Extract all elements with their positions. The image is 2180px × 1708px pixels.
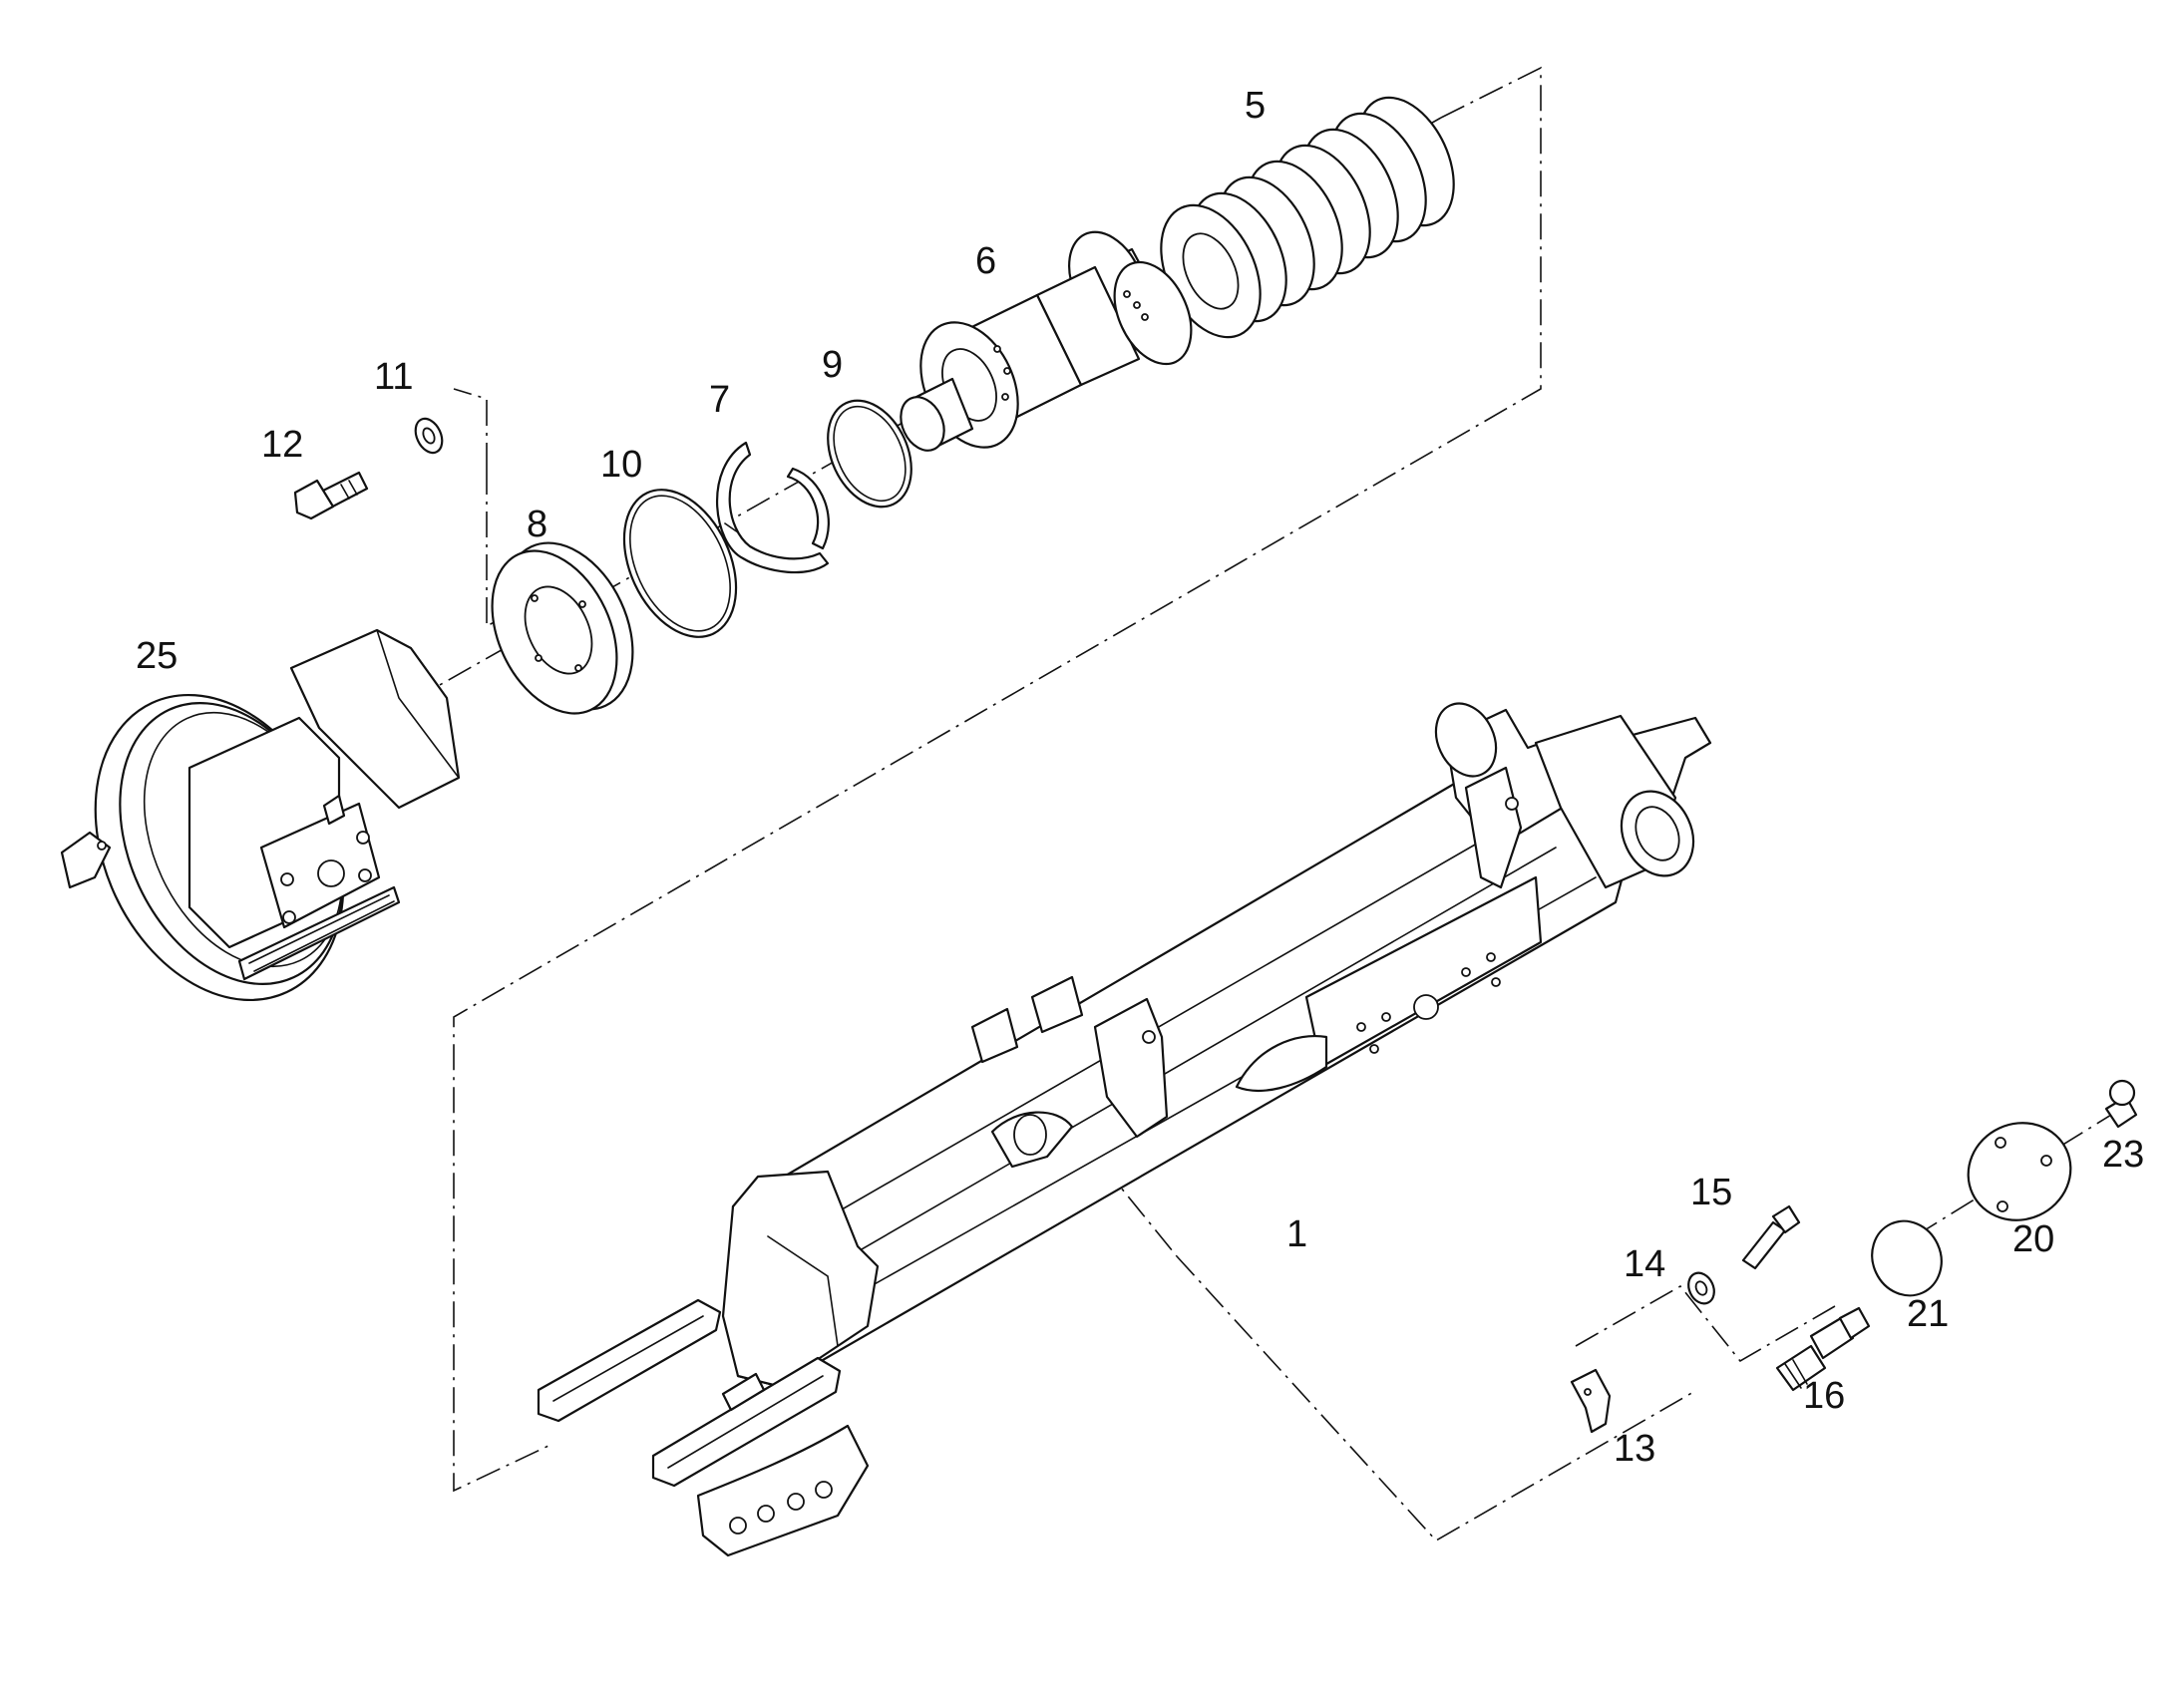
callout-8: 8 — [527, 504, 547, 545]
part-15-screw[interactable] — [1741, 1204, 1801, 1270]
part-20-cover[interactable] — [1953, 1107, 2087, 1237]
callout-20: 20 — [2012, 1218, 2054, 1260]
part-23-plug[interactable] — [2104, 1079, 2138, 1129]
part-10-o-ring[interactable] — [602, 472, 759, 655]
part-8-seal[interactable] — [468, 522, 658, 734]
part-21-gasket[interactable] — [1860, 1209, 1954, 1307]
part-12-bolt[interactable] — [293, 471, 369, 520]
callout-11: 11 — [374, 356, 413, 398]
part-16-valve[interactable] — [1775, 1306, 1871, 1392]
callout-10: 10 — [600, 444, 642, 486]
callout-12: 12 — [261, 424, 303, 466]
callout-16: 16 — [1803, 1375, 1845, 1417]
part-5-spring[interactable] — [1142, 83, 1473, 353]
callout-1: 1 — [1286, 1213, 1307, 1255]
callout-5: 5 — [1245, 85, 1266, 127]
callout-9: 9 — [822, 344, 843, 386]
callout-25: 25 — [136, 635, 178, 677]
callout-6: 6 — [975, 240, 996, 282]
part-14-washer[interactable] — [1683, 1268, 1718, 1307]
callout-13: 13 — [1614, 1428, 1655, 1470]
part-6-cylinder[interactable] — [893, 220, 1207, 464]
callout-labels: 5 6 9 7 11 12 10 8 25 1 15 14 13 16 21 2… — [136, 85, 2144, 1470]
callout-23: 23 — [2102, 1134, 2144, 1176]
part-25-idler-wheel[interactable] — [48, 628, 461, 1041]
part-9-o-ring[interactable] — [812, 387, 927, 520]
part-7-split-ring[interactable] — [715, 441, 830, 574]
callout-7: 7 — [709, 379, 730, 421]
part-1-track-frame[interactable] — [537, 694, 1712, 1557]
callout-15: 15 — [1690, 1172, 1732, 1213]
callout-21: 21 — [1907, 1293, 1949, 1335]
part-11-washer[interactable] — [411, 415, 448, 458]
part-13-clip[interactable] — [1570, 1368, 1612, 1434]
callout-14: 14 — [1624, 1243, 1665, 1285]
